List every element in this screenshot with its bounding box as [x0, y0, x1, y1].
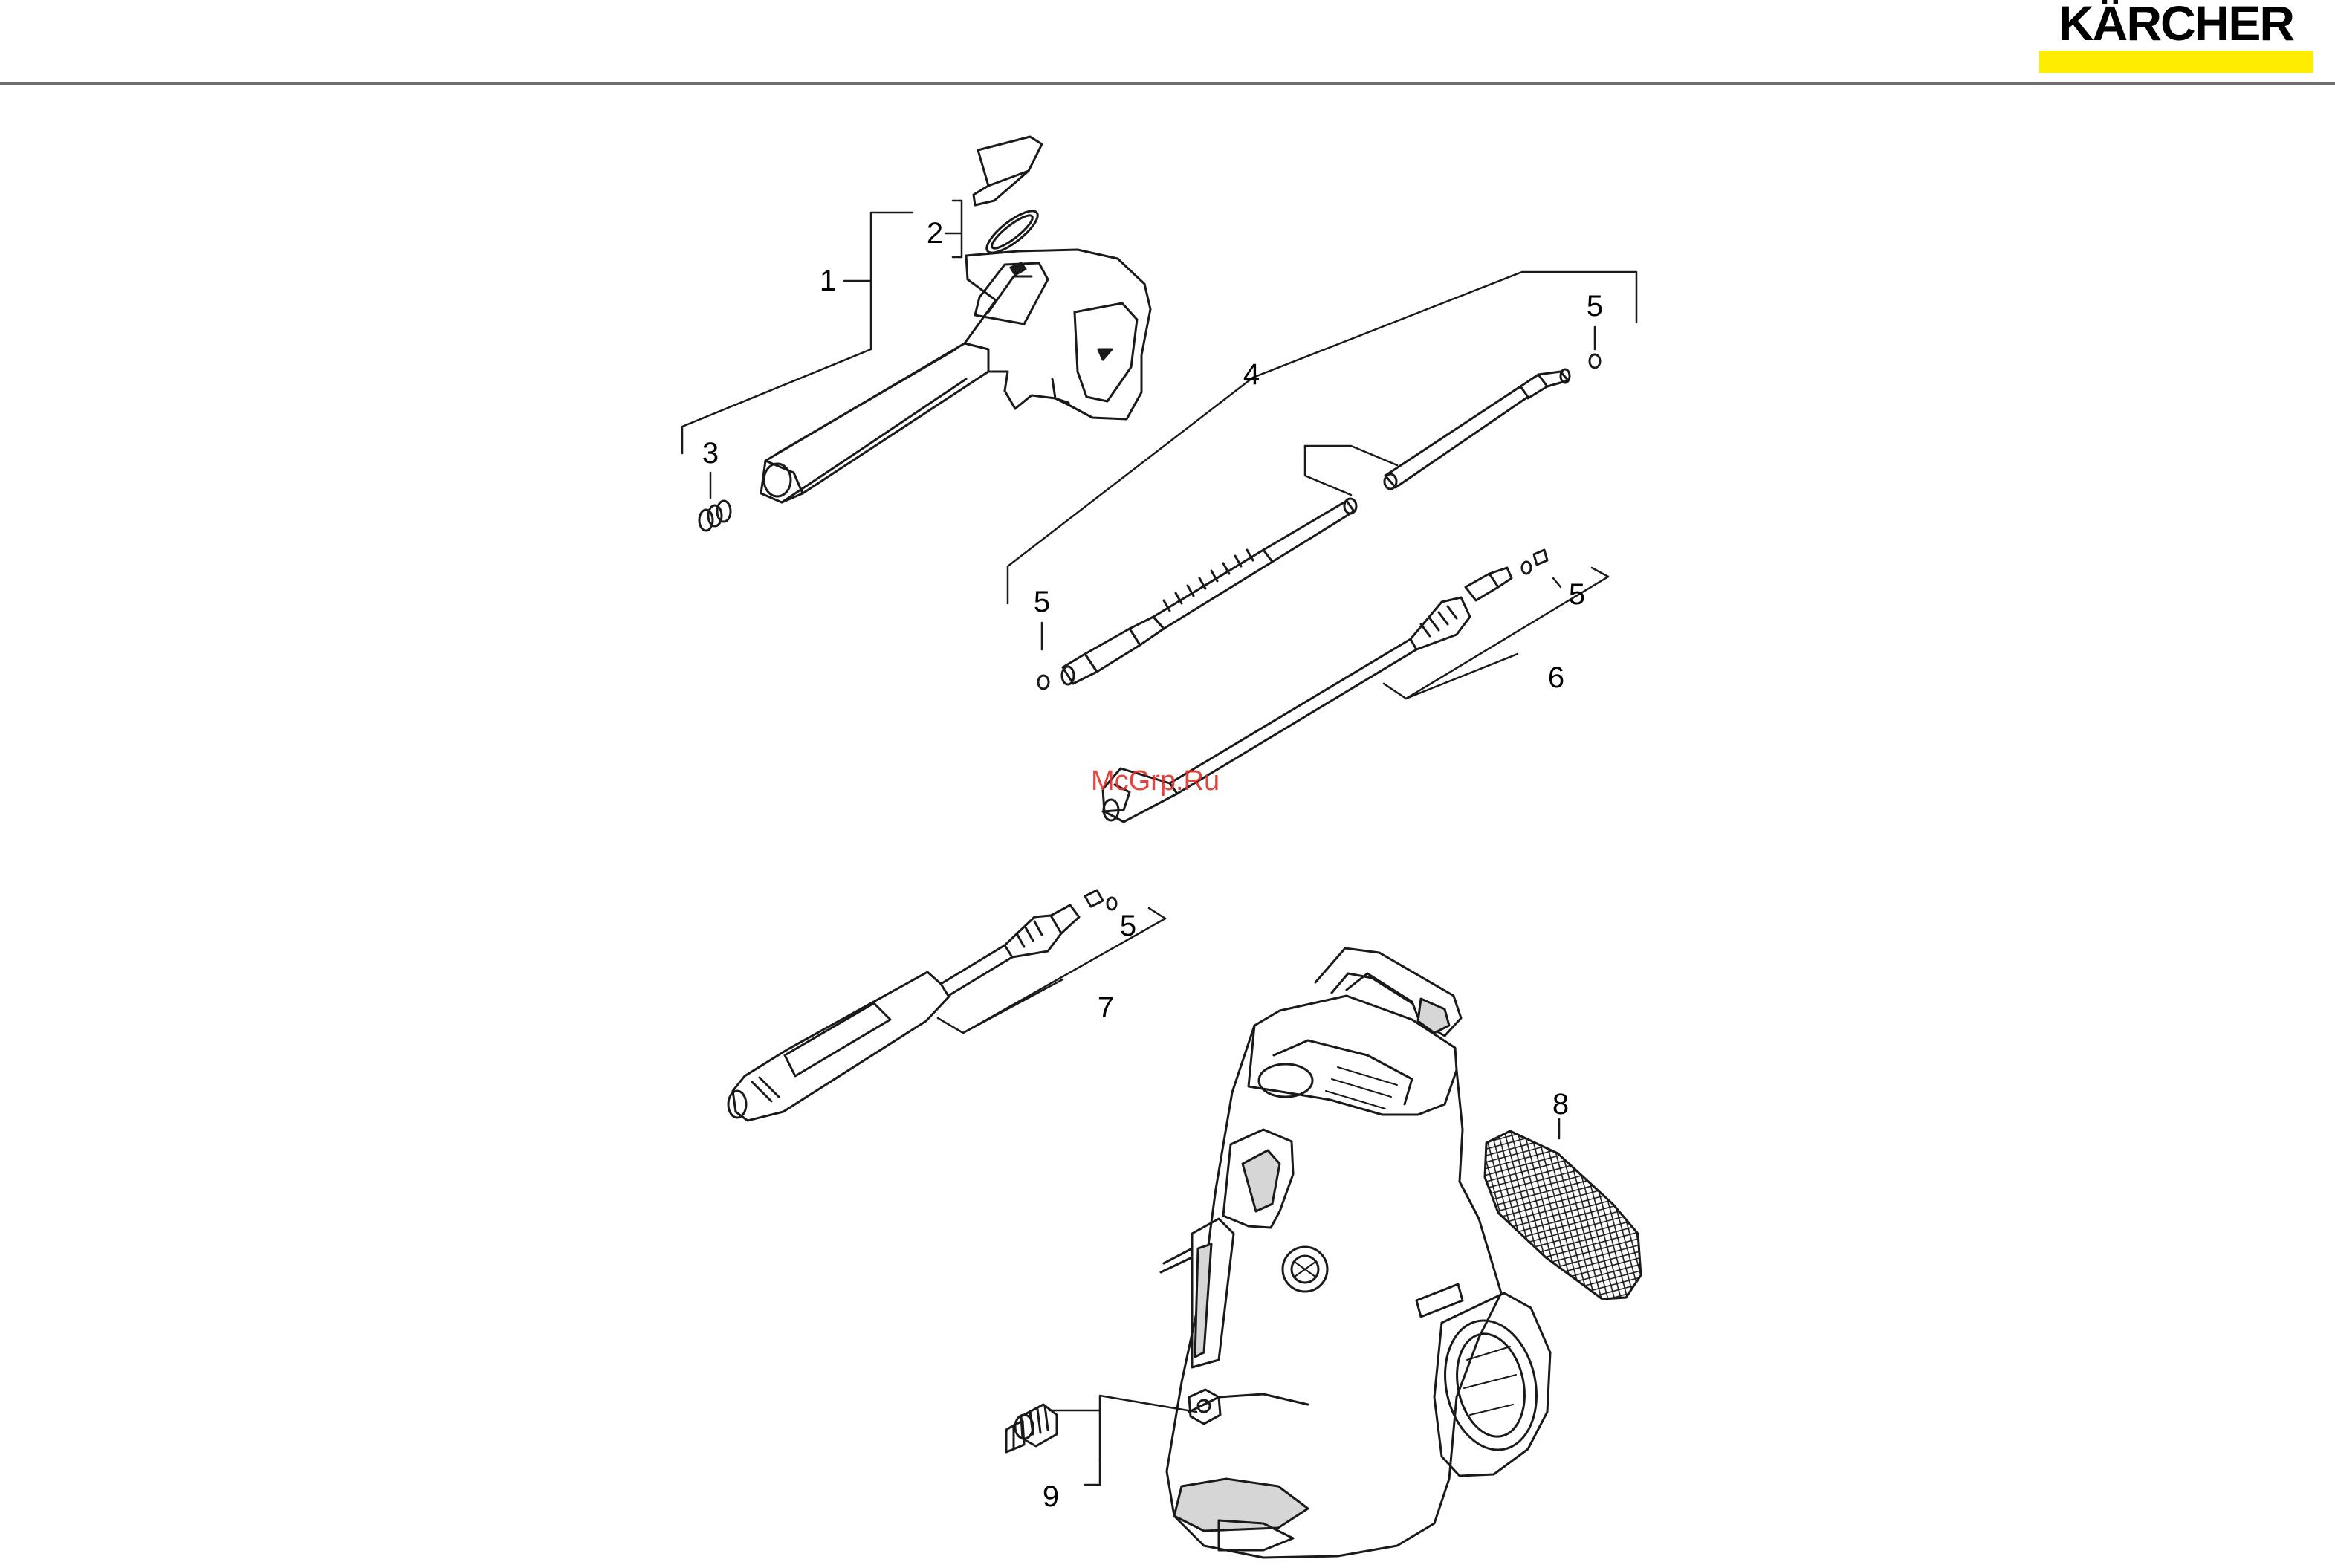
callout-5-top: 5	[1587, 291, 1603, 321]
part-o-ring-set	[699, 501, 731, 531]
callout-5-dirt-blaster: 5	[1120, 911, 1136, 941]
leader-lines	[682, 201, 1636, 1485]
callout-5-vario: 5	[1569, 580, 1585, 609]
callout-6: 6	[1548, 663, 1564, 693]
part-water-inlet-coupling	[1006, 1405, 1057, 1452]
callout-3: 3	[702, 438, 719, 468]
callout-2: 2	[927, 218, 943, 248]
callout-8: 8	[1552, 1089, 1569, 1119]
callout-7: 7	[1098, 993, 1114, 1023]
part-dirt-blaster	[728, 890, 1103, 1121]
callout-5-left: 5	[1034, 587, 1050, 617]
part-spray-lance	[1062, 369, 1570, 684]
callout-9: 9	[1043, 1482, 1059, 1512]
watermark-text: McGrp.Ru	[1091, 765, 1220, 797]
part-machine-body	[1161, 948, 1550, 1558]
callout-1: 1	[820, 266, 836, 296]
part-filter-grille	[1485, 1131, 1641, 1299]
callout-4: 4	[1243, 360, 1260, 389]
part-gun-seal-set	[974, 137, 1043, 259]
